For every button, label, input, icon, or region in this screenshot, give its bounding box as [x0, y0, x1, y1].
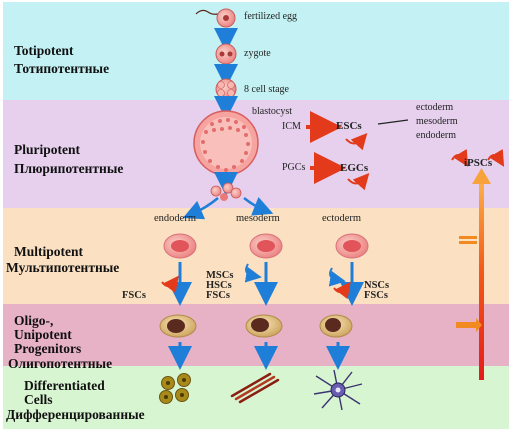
endoderm-cell-icon: [163, 233, 197, 259]
label-fscs-middle: FSCs: [206, 290, 230, 301]
reprogramming-shaft: [479, 180, 484, 380]
arrow-to-endoderm: [182, 197, 219, 220]
label-egcs: EGCs: [340, 162, 369, 174]
label-eight-cell: 8 cell stage: [244, 84, 289, 95]
progenitor-cell-middle-icon: [245, 314, 283, 338]
label-ectoderm: ectoderm: [322, 213, 362, 224]
label-germ-endoderm: endoderm: [416, 130, 456, 141]
label-differentiated-ru: Дифференцированные: [6, 407, 145, 422]
band-differentiated: [3, 366, 509, 429]
label-oligo-line3: Progenitors: [14, 341, 82, 356]
reprogramming-arrowhead: [472, 168, 491, 184]
label-fertilized-egg: fertilized egg: [244, 11, 298, 22]
hepatocyte-cluster-icon: [159, 373, 191, 404]
label-ipscs: iPSCs: [464, 157, 493, 169]
neuron-icon: [313, 369, 363, 411]
label-germ-mesoderm: mesoderm: [416, 116, 458, 127]
eight-cell-icon: [215, 78, 237, 100]
ipscs-renew-right-icon: [487, 149, 505, 167]
label-hscs: HSCs: [206, 280, 232, 291]
label-oligo-line1: Oligo-,: [14, 313, 54, 328]
label-pluripotent-en: Pluripotent: [14, 142, 80, 157]
progenitor-cell-left-icon: [159, 314, 197, 338]
label-endoderm: endoderm: [154, 213, 196, 224]
label-blastocyst: blastocyst: [252, 106, 292, 117]
arrow-to-mesoderm: [243, 197, 274, 216]
label-oligo-line2: Unipotent: [14, 327, 72, 342]
ipscs-renew-left-icon: [451, 149, 469, 167]
band-totipotent: [3, 2, 509, 100]
label-oligo-ru: Олигопотентные: [8, 356, 113, 371]
fertilized-egg-icon: [195, 8, 236, 28]
escs-to-layers-line: [377, 119, 409, 125]
label-pluripotent-ru: Плюрипотентные: [14, 161, 124, 176]
label-zygote: zygote: [244, 48, 271, 59]
label-fscs-left: FSCs: [122, 290, 146, 301]
label-multipotent-ru: Мультипотентные: [6, 260, 120, 275]
label-differentiated-line2: Cells: [24, 392, 53, 407]
egcs-self-renew-icon: [347, 173, 370, 191]
muscle-fiber-icon: [230, 372, 280, 404]
label-pgcs: PGCs: [282, 162, 306, 173]
escs-self-renew-icon: [345, 133, 368, 151]
ectoderm-renew-icon-blue: [328, 267, 346, 287]
zygote-icon: [215, 43, 237, 65]
label-multipotent-en: Multipotent: [14, 244, 83, 259]
progenitor-cell-right-icon: [319, 314, 353, 338]
label-escs: ESCs: [336, 120, 362, 132]
label-icm: ICM: [282, 121, 301, 132]
mesoderm-renew-icon: [244, 263, 262, 283]
endoderm-renew-icon: [161, 275, 179, 294]
label-totipotent-ru: Тотипотентные: [14, 61, 110, 76]
label-differentiated-line1: Differentiated: [24, 378, 105, 393]
label-totipotent-en: Totipotent: [14, 43, 74, 58]
label-nscs: NSCs: [364, 280, 390, 291]
label-fscs-right: FSCs: [364, 290, 388, 301]
ectoderm-cell-icon: [335, 233, 369, 259]
label-mscs: MSCs: [206, 270, 234, 281]
ectoderm-renew-icon-red: [333, 281, 351, 300]
label-mesoderm: mesoderm: [236, 213, 280, 224]
multipotent-reprogram-arrow: [459, 236, 477, 239]
gastrula-cluster-icon: [210, 182, 242, 201]
label-germ-ectoderm: ectoderm: [416, 102, 454, 113]
blastocyst-icon: [193, 110, 259, 176]
mesoderm-cell-icon: [249, 233, 283, 259]
oligo-reprogram-arrow: [456, 318, 482, 332]
